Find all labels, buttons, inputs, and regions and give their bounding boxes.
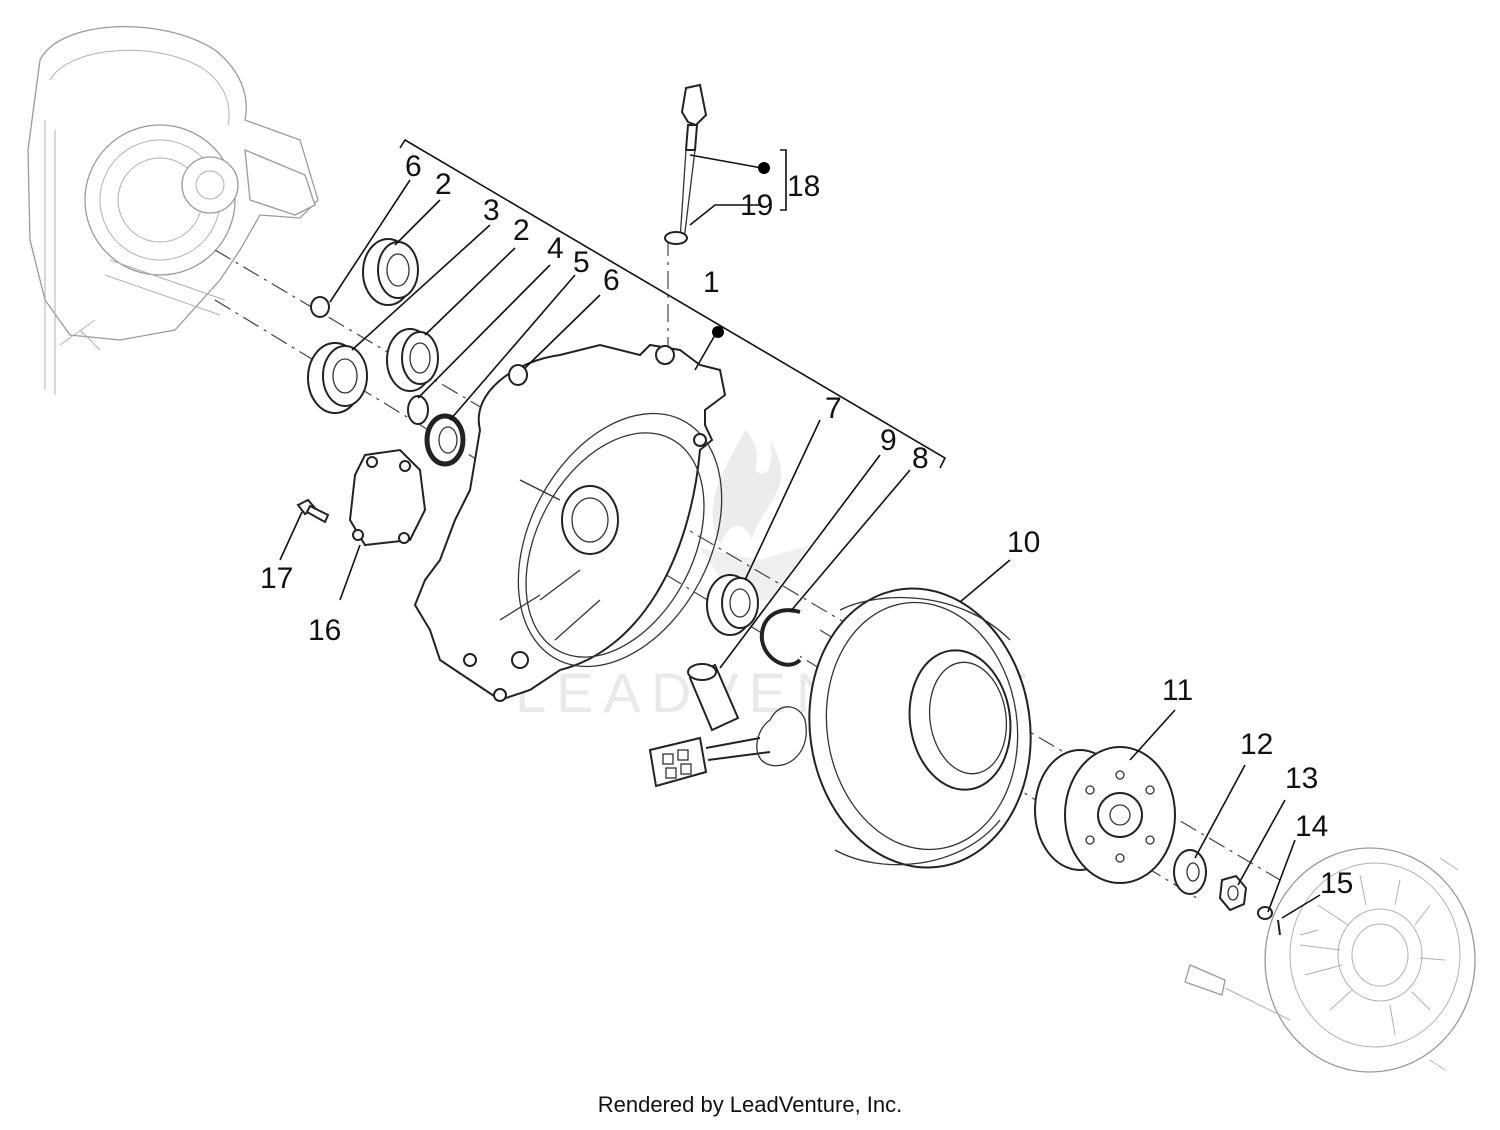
bearing-middle bbox=[386, 328, 439, 392]
bolt bbox=[296, 498, 330, 524]
callout-14: 14 bbox=[1295, 810, 1328, 843]
stator bbox=[808, 587, 1032, 869]
assembly-group-bracket bbox=[399, 138, 947, 469]
engine-block-ghost bbox=[27, 25, 319, 395]
leader-lines bbox=[279, 149, 1321, 919]
leader-dot-18 bbox=[758, 162, 770, 174]
callout-3: 3 bbox=[483, 194, 500, 227]
oil-seal bbox=[424, 413, 466, 467]
callout-13: 13 bbox=[1285, 762, 1318, 795]
nut bbox=[1218, 874, 1248, 912]
callout-8: 8 bbox=[912, 442, 929, 475]
callout-9: 9 bbox=[880, 424, 897, 457]
wiring-connector bbox=[648, 706, 807, 788]
dipstick bbox=[679, 83, 708, 241]
callout-10: 10 bbox=[1007, 526, 1040, 559]
callout-7: 7 bbox=[825, 392, 842, 425]
circlip-item-8 bbox=[759, 608, 802, 667]
callout-19: 19 bbox=[740, 189, 773, 222]
rotor bbox=[1034, 746, 1176, 884]
bearing-upper bbox=[362, 238, 419, 306]
crankcase-cover bbox=[413, 343, 727, 702]
callout-4: 4 bbox=[547, 232, 564, 265]
bearing-item-7 bbox=[706, 574, 759, 636]
callout-5: 5 bbox=[573, 246, 590, 279]
callout-16: 16 bbox=[308, 614, 341, 647]
callout-1: 1 bbox=[703, 266, 720, 299]
leader-dot-1 bbox=[712, 326, 724, 338]
bushing bbox=[687, 663, 740, 732]
callout-2-upper: 2 bbox=[435, 168, 452, 201]
callout-6-left: 6 bbox=[405, 150, 422, 183]
o-ring bbox=[664, 231, 688, 245]
callout-15: 15 bbox=[1320, 867, 1353, 900]
split-pin bbox=[1277, 919, 1281, 936]
callout-labels: 1 2 2 3 4 5 6 6 7 8 9 10 11 12 13 14 15 … bbox=[260, 150, 1353, 900]
bearing-lower bbox=[307, 342, 368, 414]
gasket-plate bbox=[348, 448, 427, 547]
callout-11: 11 bbox=[1162, 674, 1193, 707]
flywheel-cover-ghost bbox=[1184, 847, 1476, 1073]
callout-12: 12 bbox=[1240, 728, 1273, 761]
dowel-pin-left bbox=[310, 296, 330, 318]
washer bbox=[1173, 849, 1207, 895]
render-credit: Rendered by LeadVenture, Inc. bbox=[597, 1092, 903, 1117]
callout-18: 18 bbox=[787, 170, 820, 203]
callout-2-lower: 2 bbox=[513, 214, 530, 247]
circlip bbox=[407, 395, 429, 425]
dowel-pin-right bbox=[508, 364, 528, 386]
callout-17: 17 bbox=[260, 562, 293, 595]
callout-6-right: 6 bbox=[603, 264, 620, 297]
